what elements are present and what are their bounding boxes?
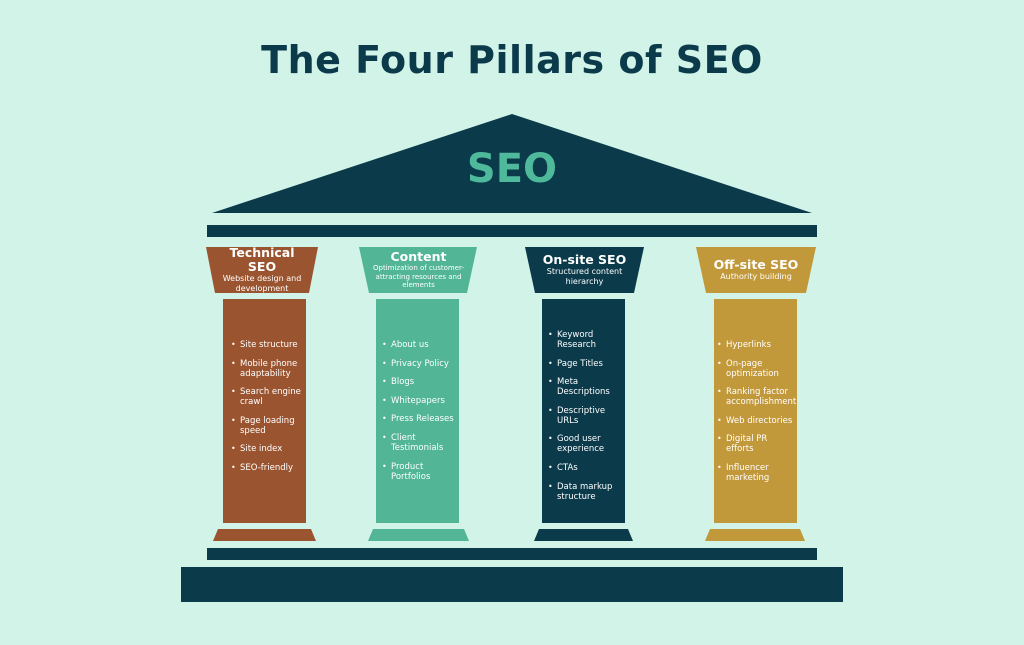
- pillar-shaft-content: [376, 299, 459, 523]
- pillar-capital-onsite: [525, 247, 644, 293]
- roof-label: SEO: [466, 146, 558, 192]
- list-item: Press Releases: [382, 414, 456, 424]
- list-item: Good user experience: [548, 434, 622, 454]
- list-item: Influencer marketing: [717, 463, 797, 483]
- list-item: Web directories: [717, 416, 797, 426]
- pillar-capital-offsite: [696, 247, 816, 293]
- list-item: Meta Descriptions: [548, 377, 622, 397]
- list-item: Keyword Research: [548, 330, 622, 350]
- list-item: Site structure: [231, 340, 303, 350]
- pillar-base-onsite: [534, 529, 633, 541]
- list-item: Blogs: [382, 377, 456, 387]
- list-item: Digital PR efforts: [717, 434, 797, 454]
- pillar-subtitle: Website design and development: [222, 274, 302, 293]
- pillar-base-content: [368, 529, 469, 541]
- base-step-upper: [207, 548, 817, 560]
- list-item: On-page optimization: [717, 359, 797, 379]
- roof: [212, 114, 812, 213]
- list-item: Mobile phone adaptability: [231, 359, 303, 379]
- base-step-lower: [181, 567, 843, 602]
- pillar-capital-technical: [206, 247, 318, 293]
- pillar-content-header: Content Optimization of customer-attract…: [369, 250, 468, 290]
- pillar-subtitle: Optimization of customer-attracting reso…: [372, 264, 465, 290]
- pillar-title: On-site SEO: [542, 252, 627, 267]
- pillar-content-list: About us Privacy Policy Blogs Whitepaper…: [382, 340, 456, 490]
- list-item: Page Titles: [548, 359, 622, 369]
- pillar-offsite-list: Hyperlinks On-page optimization Ranking …: [717, 340, 797, 492]
- pillar-offsite-header: Off-site SEO Authority building: [706, 250, 806, 290]
- pillar-technical-header: Technical SEO Website design and develop…: [215, 246, 309, 294]
- pillar-technical-list: Site structure Mobile phone adaptability…: [231, 340, 303, 482]
- pillar-subtitle: Structured content hierarchy: [546, 267, 623, 286]
- list-item: Client Testimonials: [382, 433, 456, 453]
- list-item: Data markup structure: [548, 482, 622, 502]
- list-item: Product Portfolios: [382, 462, 456, 482]
- list-item: About us: [382, 340, 456, 350]
- list-item: Page loading speed: [231, 416, 303, 436]
- list-item: Hyperlinks: [717, 340, 797, 350]
- list-item: Site index: [231, 444, 303, 454]
- pillar-onsite-list: Keyword Research Page Titles Meta Descri…: [548, 330, 622, 510]
- pillar-base-offsite: [705, 529, 805, 541]
- list-item: CTAs: [548, 463, 622, 473]
- pillar-shaft-offsite: [714, 299, 797, 523]
- list-item: Ranking factor accomplishment: [717, 387, 797, 407]
- pillar-title: Content: [390, 249, 447, 265]
- list-item: Descriptive URLs: [548, 406, 622, 426]
- list-item: Privacy Policy: [382, 359, 456, 369]
- list-item: Whitepapers: [382, 396, 456, 406]
- pillar-onsite-header: On-site SEO Structured content hierarchy: [535, 250, 634, 290]
- pillar-subtitle: Authority building: [720, 272, 792, 281]
- page-title: The Four Pillars of SEO: [261, 38, 763, 82]
- list-item: SEO-friendly: [231, 463, 303, 473]
- list-item: Search engine crawl: [231, 387, 303, 407]
- pillar-title: Off-site SEO: [713, 257, 799, 272]
- pillar-title: Technical SEO: [229, 245, 295, 274]
- pillar-capital-content: [359, 247, 477, 293]
- pillar-base-technical: [213, 529, 316, 541]
- architrave: [207, 225, 817, 237]
- pillar-shaft-technical: [223, 299, 306, 523]
